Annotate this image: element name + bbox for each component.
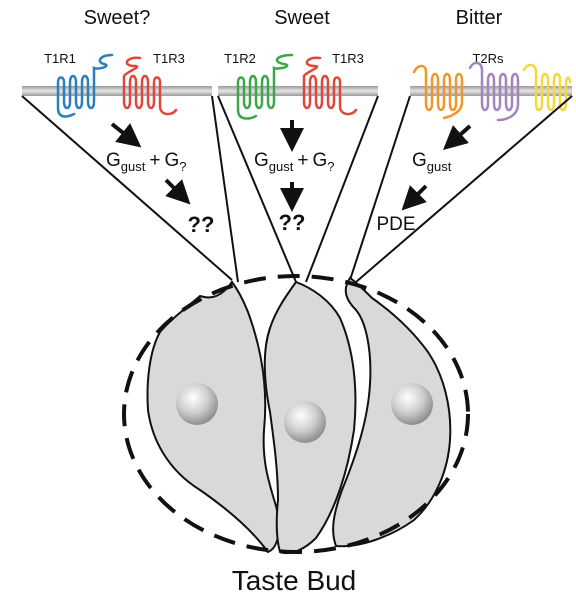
g-gust-middle: Ggust+G? [254,150,334,174]
nucleus-right [391,383,433,425]
label-t1r3-left: T1R3 [153,51,185,66]
membrane-middle [218,86,378,96]
label-t1r1: T1R1 [44,51,76,66]
receptor-t1r3-middle [304,58,356,114]
unknown-effector-middle: ?? [279,210,306,235]
pde-label: PDE [376,214,415,235]
label-t1r2: T1R2 [224,51,256,66]
funnel-lines [22,96,572,282]
receptor-t1r3-left [124,58,176,114]
unknown-effector-left: ?? [188,212,215,237]
g-gust-right: Ggust [412,150,452,174]
nucleus-middle [284,401,326,443]
label-t1r3-middle: T1R3 [332,51,364,66]
title-bitter: Bitter [456,7,503,29]
title-sweet-question: Sweet? [84,7,151,29]
arrow-left-2 [166,180,182,196]
membrane-left [22,86,212,96]
arrow-right-2 [410,186,426,202]
g-gust-left: Ggust+G? [106,150,186,174]
arrow-left-1 [112,124,132,140]
title-sweet: Sweet [274,7,330,29]
nucleus-left [176,383,218,425]
arrow-right-1 [452,126,470,142]
caption-taste-bud: Taste Bud [232,565,357,596]
